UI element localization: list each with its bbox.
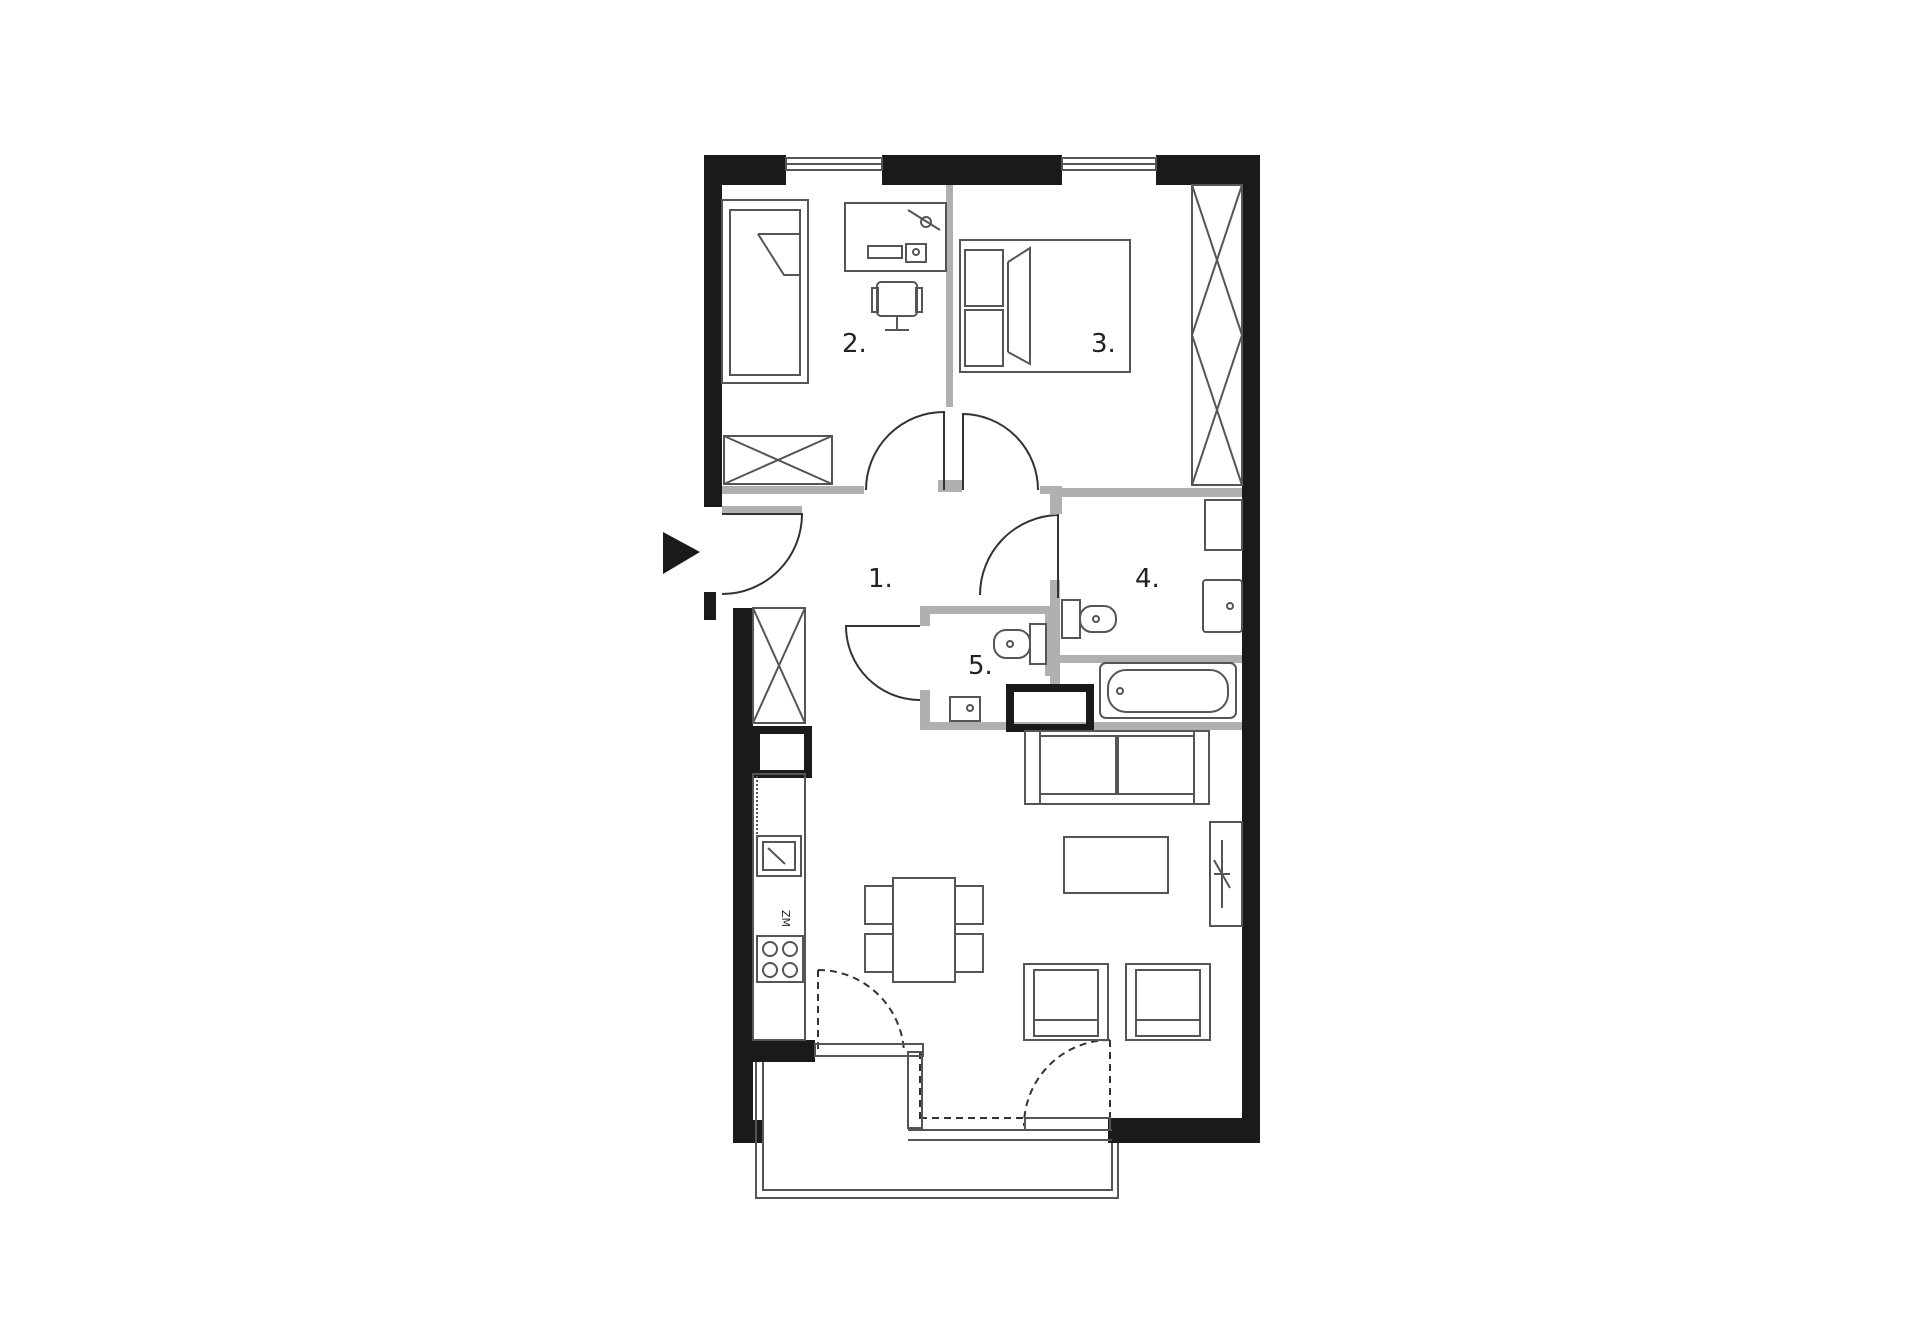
kitchen [752,773,806,1041]
kitchen-mark: ZM [779,910,792,927]
bedroom-master-furniture [959,184,1243,486]
toilet-tank [1061,599,1081,639]
cooktop [756,935,804,983]
coffee-table [1063,836,1169,894]
double-bed [959,239,1131,373]
living-furniture [864,730,1243,1041]
room-label-hall: 1. [868,564,893,594]
armchair-left [1023,963,1109,1041]
windows [785,157,1157,171]
balcony [755,1043,1119,1199]
toilet [1079,605,1117,633]
room-label-bedroom-master: 3. [1091,329,1116,359]
tv-stand [1209,821,1243,927]
room-label-bathroom: 4. [1135,564,1160,594]
doors [721,410,1059,701]
single-bed [721,199,809,384]
armchair-right [1125,963,1211,1041]
bathtub [1099,662,1237,719]
desk [844,202,947,272]
desk-chair [876,281,918,317]
room-label-bedroom-small: 2. [842,329,867,359]
exterior-walls [704,155,1260,1143]
washing-machine [1204,499,1243,551]
wardrobe-small [723,435,833,485]
wardrobe-large [1191,184,1243,486]
entrance-arrow-icon [663,532,700,574]
bedroom-small-furniture [721,199,947,485]
sink [1202,579,1243,633]
balcony-doors [817,968,1111,1127]
room-label-wc: 5. [968,651,993,681]
kitchen-sink [756,835,802,877]
hall-wardrobe [752,607,806,724]
dining-table [892,877,956,983]
wc-furniture [949,623,1047,722]
bathroom-furniture [1061,499,1243,719]
hall-furniture [752,607,806,724]
